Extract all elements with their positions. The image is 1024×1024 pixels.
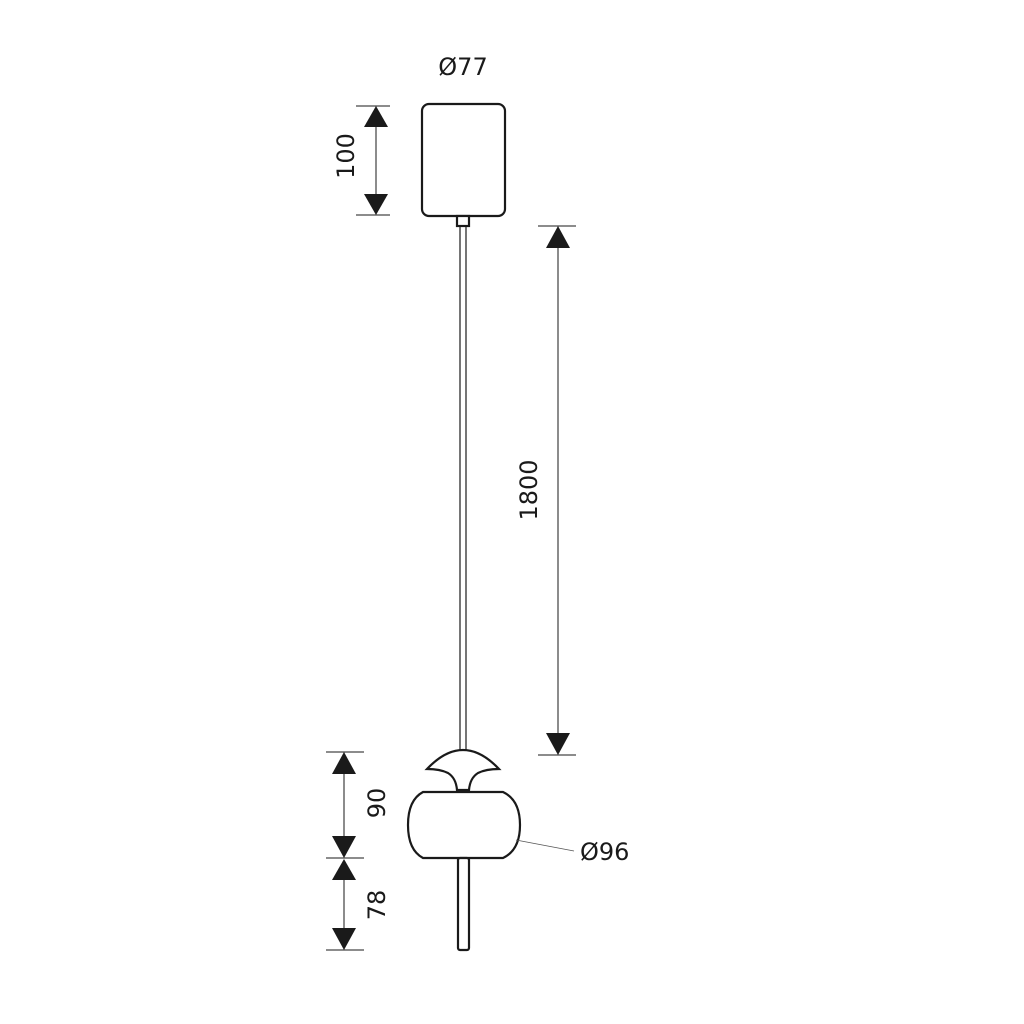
ceiling-canopy — [420, 102, 507, 218]
arrow-up-icon — [546, 226, 570, 248]
arrow-up-icon — [332, 859, 356, 880]
arrow-down-icon — [332, 928, 356, 950]
lamp-top-flare — [424, 748, 502, 792]
canopy-diameter-label: Ø77 — [438, 53, 487, 81]
bottom-rod — [456, 856, 471, 952]
lamp-shade — [406, 790, 522, 860]
rod-length-dimension — [326, 859, 364, 951]
cable-length-label: 1800 — [515, 459, 543, 520]
shade-diameter-label: Ø96 — [580, 838, 629, 866]
canopy-height-label: 100 — [332, 133, 360, 179]
arrow-down-icon — [332, 836, 356, 858]
arrow-up-icon — [364, 106, 388, 127]
arrow-up-icon — [332, 752, 356, 774]
cable-length-dimension — [538, 225, 576, 756]
rod-length-label: 78 — [363, 890, 391, 921]
arrow-down-icon — [546, 733, 570, 755]
shade-height-label: 90 — [363, 788, 391, 819]
suspension-cable — [459, 226, 467, 752]
arrow-down-icon — [364, 194, 388, 215]
shade-height-dimension — [326, 751, 364, 859]
canopy-height-dimension — [356, 105, 390, 216]
cable-grip — [455, 214, 471, 228]
shade-diameter-leader — [515, 839, 575, 852]
